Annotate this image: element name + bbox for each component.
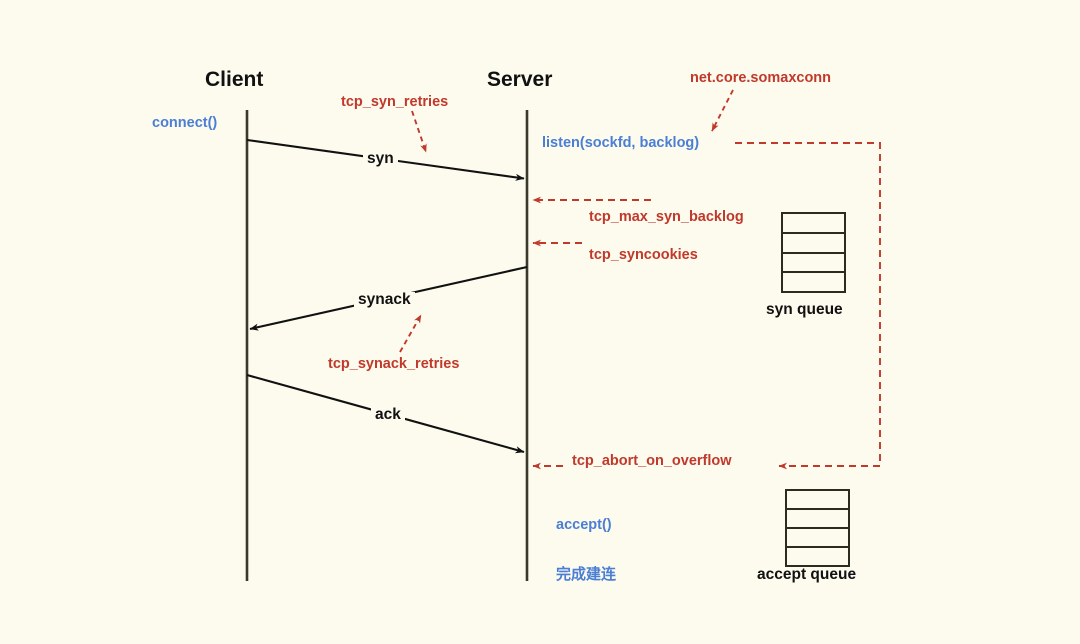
message-label-syn: syn	[363, 151, 398, 167]
queue-caption-syn-queue: syn queue	[766, 301, 843, 318]
pointer-tcp-synack-retries	[399, 314, 422, 353]
param-label-tcp-syncookies: tcp_syncookies	[589, 247, 698, 263]
pointer-net-core-somaxconn	[711, 89, 734, 132]
message-label-synack: synack	[354, 292, 415, 308]
actor-title-client: Client	[205, 68, 264, 91]
param-label-tcp-max-syn-backlog: tcp_max_syn_backlog	[589, 209, 744, 225]
param-label-tcp-abort-on-overflow: tcp_abort_on_overflow	[572, 453, 732, 469]
syn-queue-box	[781, 212, 846, 293]
accept-queue-box	[785, 489, 850, 567]
api-call-connect: connect()	[152, 115, 218, 131]
api-call-connection-established: 完成建连	[556, 565, 617, 583]
param-label-net-core-somaxconn: net.core.somaxconn	[690, 70, 832, 86]
message-label-ack: ack	[371, 407, 405, 423]
api-call-accept: accept()	[556, 517, 612, 533]
param-label-tcp-synack-retries: tcp_synack_retries	[328, 356, 460, 372]
actor-title-server: Server	[487, 68, 553, 91]
param-label-tcp-syn-retries: tcp_syn_retries	[341, 94, 449, 110]
backlog-routing-path	[735, 142, 881, 470]
api-call-listen: listen(sockfd, backlog)	[542, 135, 700, 151]
pointer-tcp-syn-retries	[411, 110, 427, 153]
queue-caption-accept-queue: accept queue	[757, 566, 857, 583]
